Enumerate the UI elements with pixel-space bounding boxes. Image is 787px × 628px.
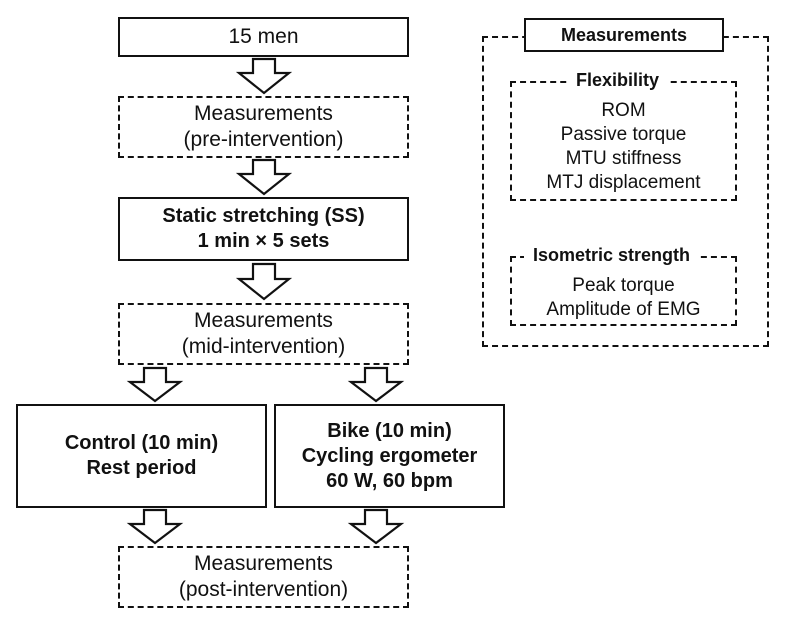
pre-measurements-sublabel: (pre-intervention) [183,128,344,151]
flexibility-item-mtu-stiffness: MTU stiffness [565,148,682,169]
flexibility-title: Flexibility [567,70,669,92]
flexibility-group [510,81,737,201]
mid-measurements-sublabel: (mid-intervention) [181,335,346,358]
measurements-legend-title-box: Measurements [524,18,724,52]
bike-sublabel: Cycling ergometer [301,444,478,467]
isometric-strength-group [510,256,737,326]
strength-item-peak-torque: Peak torque [572,275,675,296]
static-stretching-sets: 1 min × 5 sets [197,230,330,252]
down-arrow-icon [347,366,405,403]
down-arrow-icon [126,366,184,403]
pre-intervention-measurements-box: Measurements (pre-intervention) [118,96,409,158]
participants-box: 15 men [118,17,409,57]
control-label: Control (10 min) [64,432,219,454]
flexibility-item-mtj-displacement: MTJ displacement [546,172,701,193]
strength-item-emg-amplitude: Amplitude of EMG [546,299,701,320]
post-intervention-measurements-box: Measurements (post-intervention) [118,546,409,608]
participants-label: 15 men [228,24,299,48]
control-sublabel: Rest period [86,457,197,479]
measurements-legend-title: Measurements [560,24,688,45]
down-arrow-icon [235,158,293,196]
static-stretching-label: Static stretching (SS) [162,205,365,227]
down-arrow-icon [235,262,293,301]
bike-condition-box: Bike (10 min) Cycling ergometer 60 W, 60… [274,404,505,508]
control-condition-box: Control (10 min) Rest period [16,404,267,508]
isometric-strength-title: Isometric strength [524,245,700,267]
post-measurements-label: Measurements [194,551,333,575]
flexibility-item-passive-torque: Passive torque [560,124,687,145]
static-stretching-box: Static stretching (SS) 1 min × 5 sets [118,197,409,261]
bike-settings: 60 W, 60 bpm [326,469,453,492]
mid-intervention-measurements-box: Measurements (mid-intervention) [118,303,409,365]
pre-measurements-label: Measurements [194,101,333,125]
bike-label: Bike (10 min) [327,419,452,442]
down-arrow-icon [347,508,405,545]
down-arrow-icon [235,57,293,95]
flexibility-item-rom: ROM [601,100,646,121]
down-arrow-icon [126,508,184,545]
post-measurements-sublabel: (post-intervention) [178,578,349,601]
mid-measurements-label: Measurements [194,308,333,332]
